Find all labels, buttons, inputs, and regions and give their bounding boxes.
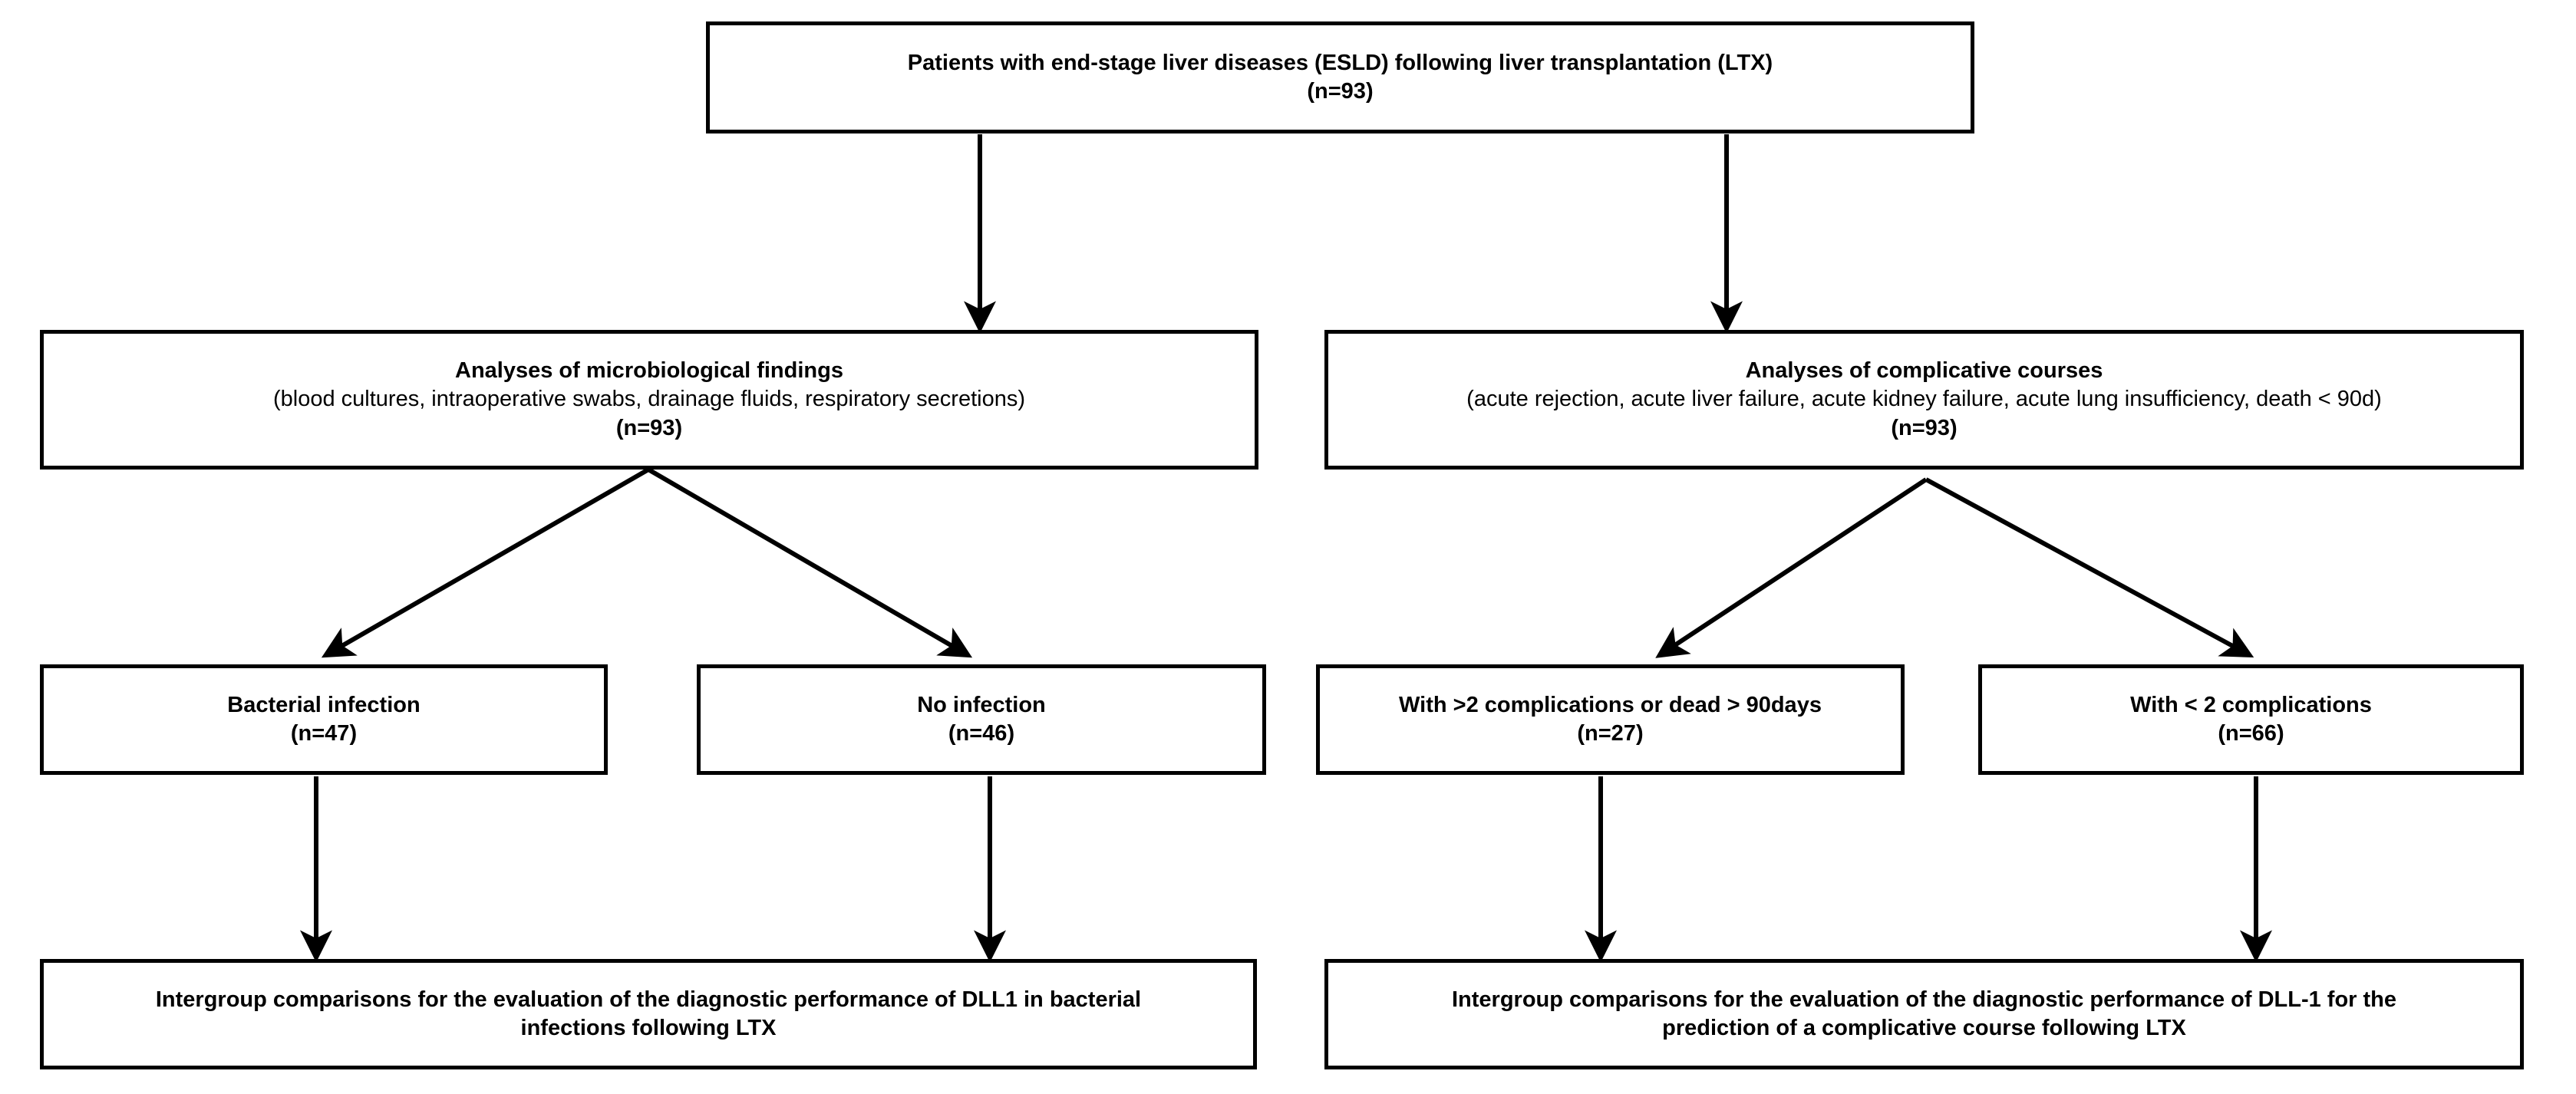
node-microbiological-analyses: Analyses of microbiological findings (bl… [40, 330, 1258, 470]
node-outcome-left-line2: infections following LTX [520, 1016, 777, 1040]
node-complicative-line1: Analyses of complicative courses [1745, 358, 2103, 384]
edge-complicative-to-fewcomp [1925, 477, 2254, 658]
node-complicative-count: (n=93) [1891, 415, 1958, 440]
node-many-complications: With >2 complications or dead > 90days (… [1316, 664, 1905, 775]
edge-micro-to-noinfection [647, 467, 973, 658]
node-manycomp-count: (n=27) [1577, 721, 1644, 746]
node-fewcomp-line1: With < 2 complications [2130, 692, 2372, 717]
node-micro-line2: (blood cultures, intraoperative swabs, d… [272, 387, 1026, 412]
node-complicative-line2: (acute rejection, acute liver failure, a… [1466, 387, 2382, 412]
node-complicative-analyses: Analyses of complicative courses (acute … [1324, 330, 2524, 470]
node-fewcomp-count: (n=66) [2218, 721, 2284, 746]
node-noinfection-line1: No infection [917, 692, 1046, 717]
node-manycomp-line1: With >2 complications or dead > 90days [1399, 692, 1822, 717]
node-root: Patients with end-stage liver diseases (… [706, 21, 1974, 133]
node-micro-line1: Analyses of microbiological findings [455, 358, 843, 384]
node-outcome-right: Intergroup comparisons for the evaluatio… [1324, 959, 2524, 1069]
node-outcome-right-line2: prediction of a complicative course foll… [1662, 1016, 2186, 1040]
node-bacterial-count: (n=47) [290, 721, 358, 746]
node-outcome-left-line1: Intergroup comparisons for the evaluatio… [155, 987, 1142, 1012]
node-bacterial-infection: Bacterial infection (n=47) [40, 664, 608, 775]
node-root-count: (n=93) [1307, 79, 1374, 104]
node-no-infection: No infection (n=46) [697, 664, 1266, 775]
edge-complicative-to-manycomp [1655, 477, 1928, 658]
node-few-complications: With < 2 complications (n=66) [1978, 664, 2524, 775]
node-bacterial-line1: Bacterial infection [227, 692, 421, 717]
node-micro-count: (n=93) [615, 415, 683, 440]
node-noinfection-count: (n=46) [948, 721, 1015, 746]
edge-micro-to-bacterial [321, 467, 650, 658]
node-outcome-left: Intergroup comparisons for the evaluatio… [40, 959, 1257, 1069]
node-root-line1: Patients with end-stage liver diseases (… [907, 50, 1773, 75]
node-outcome-right-line1: Intergroup comparisons for the evaluatio… [1452, 987, 2396, 1012]
